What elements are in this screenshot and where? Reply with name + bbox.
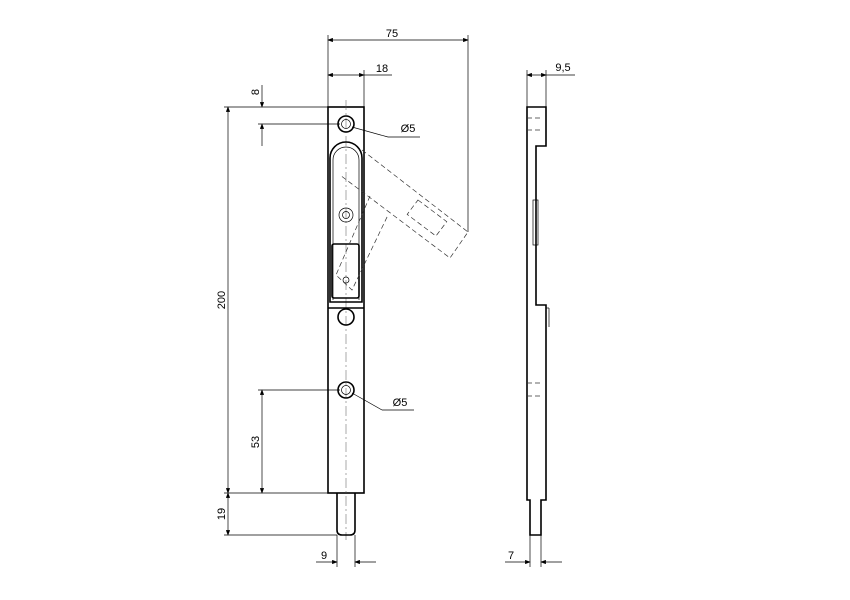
lever-slot xyxy=(329,141,363,303)
dim-hole-top: Ø5 xyxy=(401,123,416,135)
dim-9: 9 xyxy=(321,550,327,562)
dim-18: 18 xyxy=(376,63,388,75)
slider-block xyxy=(331,243,360,299)
lever-open-position xyxy=(339,149,469,259)
bolt-pin xyxy=(336,493,356,536)
dim-7: 7 xyxy=(508,550,514,562)
side-body xyxy=(526,106,547,536)
dim-200: 200 xyxy=(216,291,228,309)
dimension-lines xyxy=(224,35,575,567)
dim-hole-bottom: Ø5 xyxy=(393,397,408,409)
dim-75: 75 xyxy=(386,28,398,40)
dimension-labels: 75 18 8 200 53 19 9 Ø5 Ø5 9,5 7 xyxy=(216,28,571,562)
dim-8: 8 xyxy=(250,89,262,95)
dim-19: 19 xyxy=(216,508,228,520)
side-view xyxy=(526,106,550,536)
middle-hole xyxy=(337,308,355,326)
front-view xyxy=(327,100,469,540)
dim-9-5: 9,5 xyxy=(555,62,570,74)
dim-53: 53 xyxy=(250,436,262,448)
